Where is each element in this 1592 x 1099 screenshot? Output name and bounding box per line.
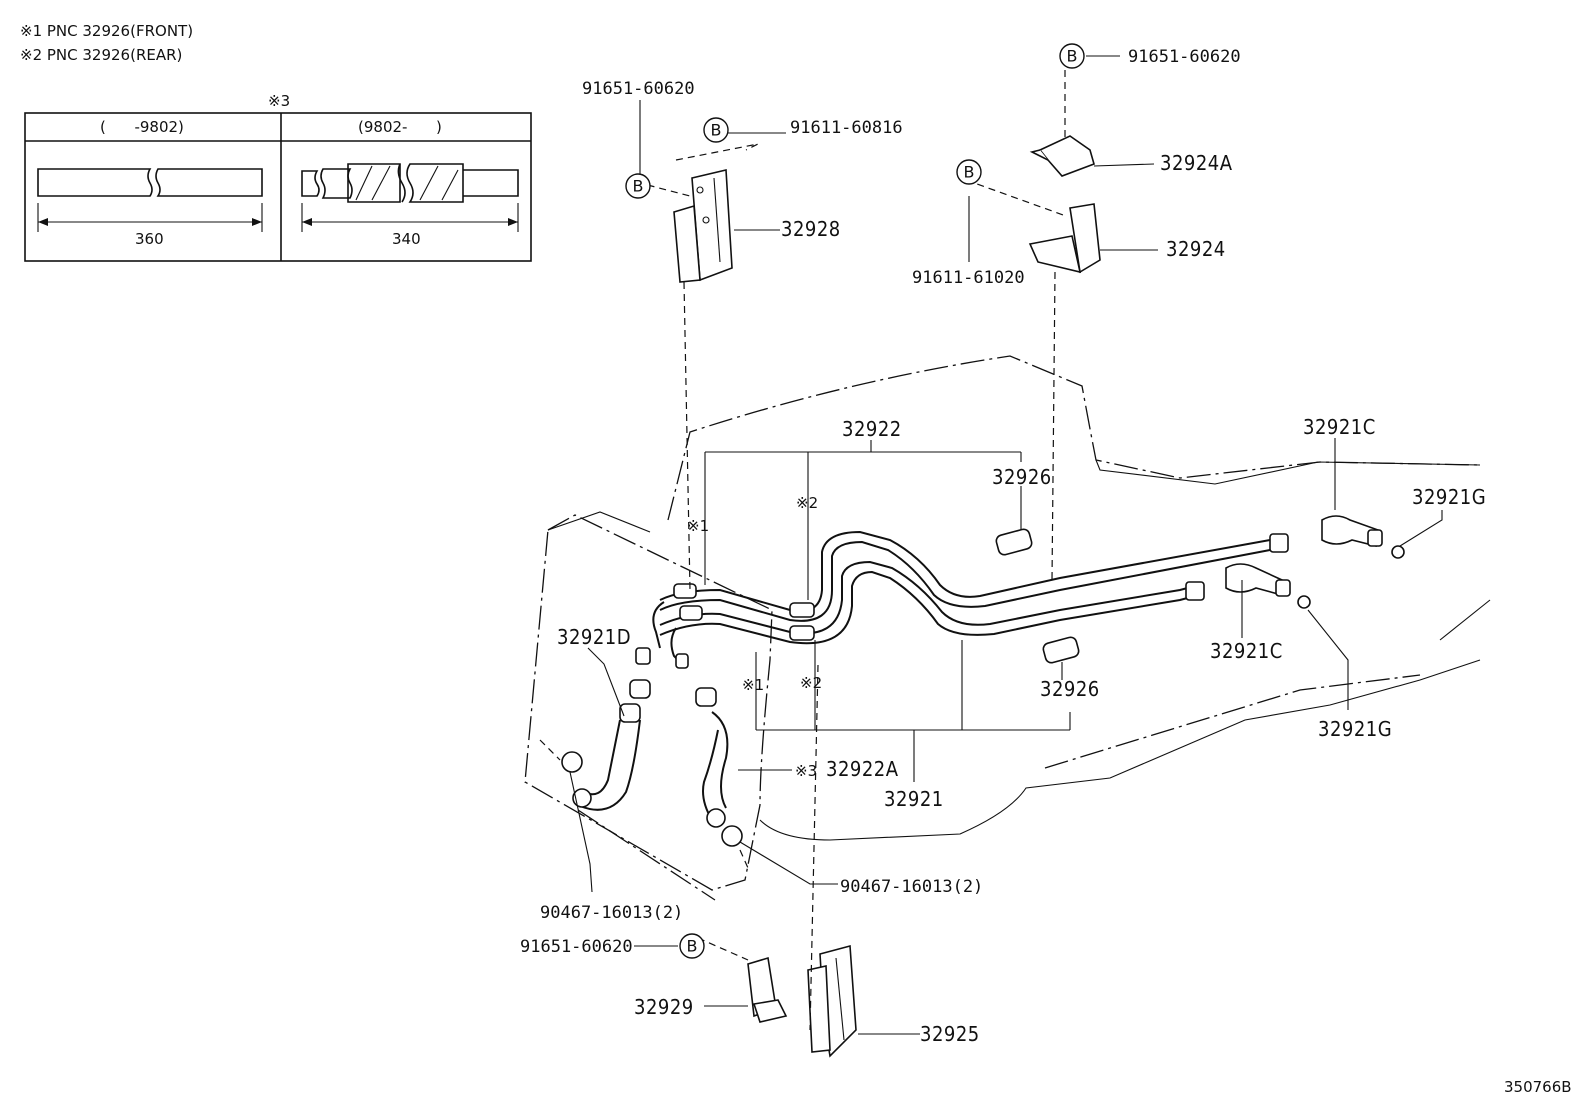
protector-32926-bottom	[1042, 636, 1080, 664]
label-32922: 32922	[842, 417, 902, 441]
bracket-32929	[747, 956, 788, 1023]
hose-32922A-outer	[711, 711, 729, 809]
label-91651-60620-top-left: 91651-60620	[582, 79, 695, 99]
label-32924A: 32924A	[1160, 151, 1233, 175]
svg-text:B: B	[1067, 47, 1078, 66]
inset-mark: ※3	[268, 92, 290, 110]
bolt-b-bottom: B	[679, 933, 705, 959]
label-91611-61020: 91611-61020	[912, 268, 1025, 288]
bracket-32924A	[1029, 135, 1095, 177]
mark-1-upper: ※1	[687, 517, 709, 535]
svg-text:B: B	[711, 121, 722, 140]
svg-text:B: B	[964, 163, 975, 182]
label-32922A: 32922A	[826, 757, 899, 781]
label-32929: 32929	[634, 995, 694, 1019]
mark-1-lower: ※1	[742, 676, 764, 694]
label-90467-16013-left: 90467-16013(2)	[540, 903, 683, 923]
note-rear: ※2 PNC 32926(REAR)	[20, 46, 182, 64]
body-outline	[524, 355, 1491, 901]
clip-90467-left	[539, 739, 583, 773]
label-91651-60620-top-right: 91651-60620	[1128, 47, 1241, 67]
label-32921G-top: 32921G	[1412, 485, 1486, 509]
hose-32921C-top	[1321, 515, 1383, 547]
clamp-32928	[673, 169, 733, 283]
label-32921G-bottom: 32921G	[1318, 717, 1392, 741]
inset-length-right: 340	[392, 230, 421, 248]
label-32925: 32925	[920, 1022, 980, 1046]
figure-id: 350766B	[1504, 1078, 1572, 1096]
label-32921C-top: 32921C	[1303, 415, 1376, 439]
label-91651-60620-bottom: 91651-60620	[520, 937, 633, 957]
hose-32921D-outer	[583, 719, 621, 796]
bracket-32924	[1028, 203, 1101, 274]
inset-header-right: (9802- )	[358, 118, 442, 136]
brake-pipes	[635, 530, 1289, 669]
svg-text:B: B	[633, 177, 644, 196]
label-91611-60816: 91611-60816	[790, 118, 903, 138]
label-32921D: 32921D	[557, 625, 631, 649]
inset-length-left: 360	[135, 230, 164, 248]
inset-header-left: ( -9802)	[100, 118, 184, 136]
bolt-b-top-left: B	[625, 173, 651, 199]
label-32921C-bottom: 32921C	[1210, 639, 1283, 663]
mark-2-lower: ※2	[800, 674, 822, 692]
clamp-32925	[807, 944, 857, 1058]
leader-lines	[569, 55, 1443, 1035]
svg-text:B: B	[687, 937, 698, 956]
note-front: ※1 PNC 32926(FRONT)	[20, 22, 193, 40]
gasket-32921G-top	[1391, 545, 1405, 559]
label-32926-bottom: 32926	[1040, 677, 1100, 701]
alignment-lines	[635, 70, 1067, 1031]
label-32921: 32921	[884, 787, 944, 811]
bolt-b-91611-61020: B	[956, 159, 982, 185]
hose-length-inset: ※3 ( -9802) (9802- ) 360 340	[24, 92, 532, 262]
label-32926-top: 32926	[992, 465, 1052, 489]
mark-3: ※3	[795, 762, 817, 780]
gasket-32921G-bottom	[1297, 595, 1311, 609]
label-32924: 32924	[1166, 237, 1226, 261]
label-32928: 32928	[781, 217, 841, 241]
bolt-b-top-right: B	[1059, 43, 1085, 69]
mark-2-upper: ※2	[796, 494, 818, 512]
hose-32921C-bottom	[1225, 563, 1291, 597]
clip-90467-right	[721, 825, 749, 869]
label-90467-16013-right: 90467-16013(2)	[840, 877, 983, 897]
bolt-b-61611-60816: B	[703, 117, 729, 143]
protector-32926-top	[995, 528, 1033, 556]
